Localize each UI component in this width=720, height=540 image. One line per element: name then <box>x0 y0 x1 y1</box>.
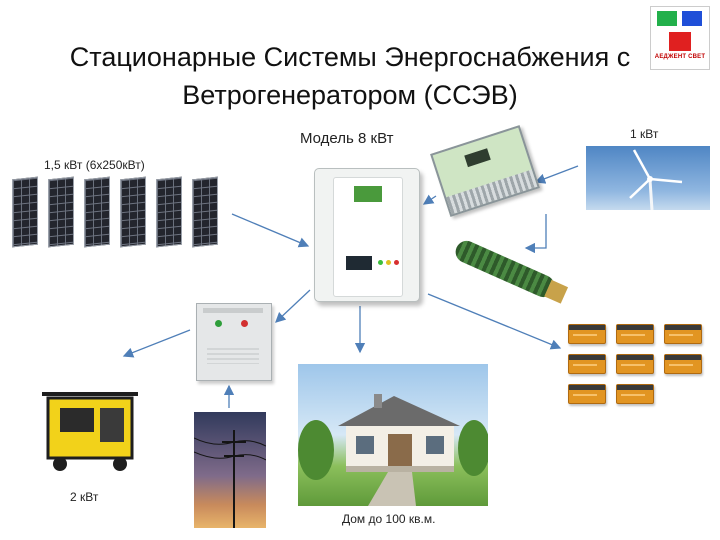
battery-bank <box>566 322 706 410</box>
battery <box>568 324 606 344</box>
generator-icon <box>42 392 138 471</box>
inverter-front-panel <box>333 177 403 297</box>
solar-panel <box>84 176 110 248</box>
arrow-inverter-to-switch <box>275 289 311 323</box>
solar-panels <box>10 176 230 252</box>
battery <box>664 354 702 374</box>
wind-turbine <box>586 146 710 211</box>
switch-vent <box>207 348 259 364</box>
house-label: Дом до 100 кв.м. <box>342 512 436 526</box>
generator-label: 2 кВт <box>70 490 99 504</box>
inverter <box>314 168 420 302</box>
battery <box>616 384 654 404</box>
wind-label: 1 кВт <box>630 127 659 141</box>
solar-panel <box>120 176 146 248</box>
inverter-led <box>394 260 399 265</box>
solar-panel <box>192 176 218 248</box>
power-pole-icon <box>193 430 267 528</box>
house-icon <box>298 394 490 506</box>
arrow-switch-to-generator <box>122 329 191 358</box>
arrow-wind-to-resistor <box>524 214 547 254</box>
solar-panel <box>156 176 182 248</box>
inverter-led <box>378 260 383 265</box>
arrow-controller-to-inverter <box>422 194 437 205</box>
inverter-led <box>386 260 391 265</box>
panels-label: 1,5 кВт (6х250кВт) <box>44 158 145 172</box>
title-line-2: Ветрогенератором (ССЭВ) <box>182 80 518 110</box>
controller-display <box>464 148 491 168</box>
solar-panel <box>48 176 74 248</box>
logo-blue-square <box>682 11 702 26</box>
switch-label-strip <box>203 308 263 313</box>
logo-red-square <box>669 32 691 51</box>
battery <box>616 324 654 344</box>
transfer-switch <box>196 303 272 381</box>
battery <box>616 354 654 374</box>
switch-green-button <box>215 320 222 327</box>
generator <box>38 384 142 474</box>
house-photo <box>298 364 490 506</box>
power-grid <box>193 412 267 528</box>
arrow-panels-to-inverter <box>231 213 310 248</box>
model-label: Модель 8 кВт <box>300 130 394 147</box>
battery <box>568 384 606 404</box>
wind-turbine-icon <box>629 149 683 211</box>
page-title: Стационарные Системы Энергоснабжения с В… <box>40 38 660 114</box>
logo-text: АЕДЖЕНТ СВЕТ <box>654 54 706 60</box>
arrow-inverter-to-batteries <box>427 293 562 350</box>
title-line-1: Стационарные Системы Энергоснабжения с <box>69 42 631 72</box>
arrow-wind-to-controller <box>534 165 579 184</box>
switch-red-button <box>241 320 248 327</box>
inverter-display <box>346 256 372 270</box>
logo-green-square <box>657 11 677 26</box>
company-logo: АЕДЖЕНТ СВЕТ <box>650 6 710 70</box>
solar-panel <box>12 176 38 248</box>
inverter-logo <box>354 186 382 202</box>
battery <box>664 324 702 344</box>
battery <box>568 354 606 374</box>
